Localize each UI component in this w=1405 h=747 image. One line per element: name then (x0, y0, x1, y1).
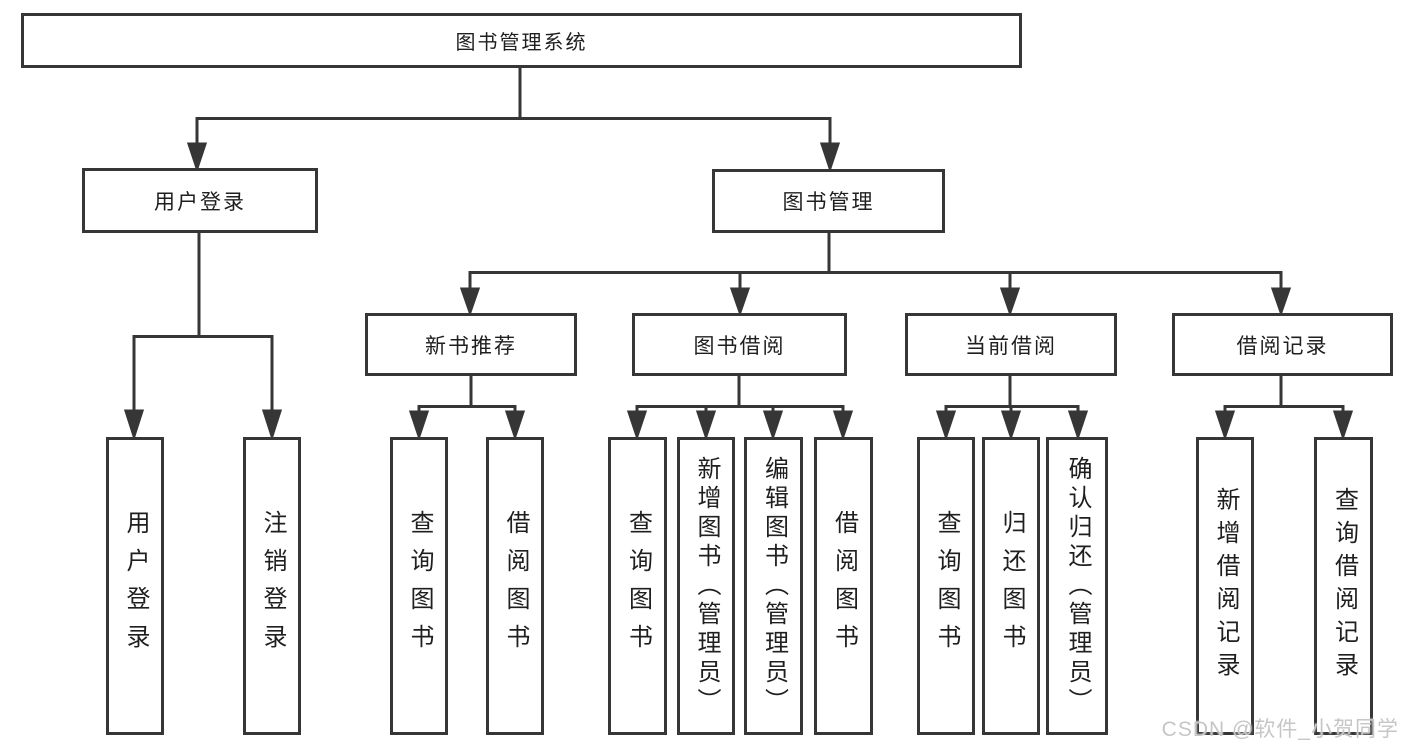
leaf-logout: 注销登录 (243, 437, 301, 735)
leaf-borrow-books-borrowing: 借阅图书 (814, 437, 873, 735)
leaf-label: 新增借阅记录 (1212, 487, 1239, 685)
node-borrow-records: 借阅记录 (1172, 313, 1393, 376)
arrowhead (626, 410, 648, 441)
leaf-edit-book-admin: 编辑图书（管理员） (744, 437, 803, 735)
arrowhead (935, 410, 957, 441)
node-current-borrowing: 当前借阅 (905, 313, 1117, 376)
leaf-query-books-current: 查询图书 (917, 437, 975, 735)
node-book-management: 图书管理 (712, 169, 945, 233)
arrowhead (261, 409, 283, 441)
arrowhead (408, 410, 430, 441)
arrowhead (819, 142, 841, 173)
arrowhead (762, 410, 784, 441)
leaf-borrow-books-recommend: 借阅图书 (486, 437, 544, 735)
leaf-label: 用户登录 (122, 510, 149, 662)
node-library-management-system: 图书管理系统 (21, 13, 1022, 68)
arrowhead (695, 410, 717, 441)
leaf-label: 编辑图书（管理员） (760, 455, 788, 717)
leaf-label: 借阅图书 (830, 510, 858, 662)
leaf-query-books-borrowing: 查询图书 (608, 437, 667, 735)
leaf-add-borrow-record: 新增借阅记录 (1196, 437, 1254, 735)
leaf-confirm-return-admin: 确认归还（管理员） (1046, 437, 1108, 735)
node-new-book-recommend: 新书推荐 (365, 313, 577, 376)
node-user-login: 用户登录 (82, 168, 318, 233)
arrowhead (1214, 410, 1236, 441)
leaf-label: 查询图书 (933, 510, 960, 662)
arrowhead (186, 142, 208, 173)
leaf-return-book: 归还图书 (982, 437, 1040, 735)
leaf-add-book-admin: 新增图书（管理员） (677, 437, 735, 735)
csdn-watermark: CSDN @软件_小贺同学 (1161, 718, 1399, 741)
node-book-borrowing: 图书借阅 (632, 313, 847, 376)
arrowhead (832, 410, 854, 441)
leaf-label: 查询借阅记录 (1330, 487, 1358, 685)
arrowhead (459, 287, 481, 317)
arrowhead (1000, 410, 1022, 441)
leaf-query-borrow-record: 查询借阅记录 (1314, 437, 1373, 735)
leaf-label: 确认归还（管理员） (1064, 455, 1091, 717)
leaf-label: 归还图书 (998, 510, 1025, 662)
leaf-query-books-recommend: 查询图书 (390, 437, 448, 735)
leaf-label: 查询图书 (406, 510, 433, 662)
arrowhead (729, 287, 751, 317)
leaf-user-login: 用户登录 (106, 437, 164, 735)
leaf-label: 查询图书 (624, 510, 652, 662)
arrowhead (1332, 410, 1354, 441)
arrowhead (999, 287, 1021, 317)
leaf-label: 借阅图书 (502, 510, 529, 662)
arrowhead (123, 409, 145, 441)
leaf-label: 注销登录 (259, 510, 286, 662)
arrowhead (504, 410, 526, 441)
leaf-label: 新增图书（管理员） (693, 455, 720, 717)
arrowhead (1067, 410, 1089, 441)
arrowhead (1270, 287, 1292, 317)
